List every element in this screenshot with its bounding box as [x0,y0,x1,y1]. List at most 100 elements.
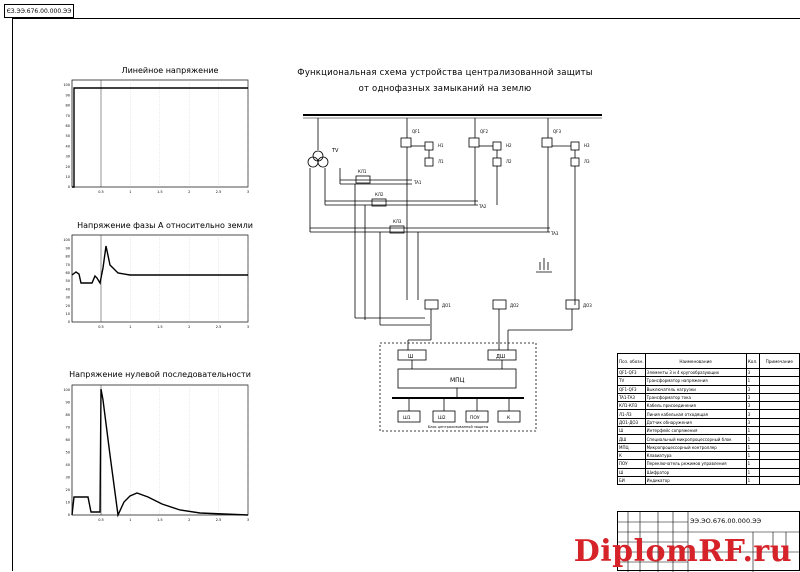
plot-3-xtick: 1.5 [157,518,163,522]
legend-note [758,384,800,394]
legend-note [758,376,800,386]
legend-name: Трансформатор тока [644,392,747,403]
label-kl1: КЛ1 [358,169,367,174]
diagram-title-line1: Функциональная схема устройства централи… [297,68,593,78]
legend-note [758,409,800,419]
watermark-logo: DiplomRF.ru [573,534,792,569]
plot-1-xtick: 2.5 [216,190,222,194]
legend-name: Микропроцессорный контроллер [644,442,747,452]
legend-name: Датчик обнаружения [644,417,747,428]
label-b3: ПОУ [470,415,480,421]
label-b4: К [507,415,511,421]
legend-qty: 1 [745,426,760,436]
legend-qty: 1 [745,434,760,444]
legend-qty: 3 [745,409,760,419]
legend-note [758,442,800,452]
legend-name: Выключатель нагрузки [644,384,747,394]
plot-1-curve [72,87,248,188]
plot-2-xtick: 2 [188,325,190,329]
plot-1-xtick: 2 [188,190,190,194]
plot-2-xtick: 2.5 [216,325,222,329]
plot-3-ytick: 90 [66,401,70,405]
legend-pos: К [617,450,646,461]
legend-qty: 1 [745,475,760,486]
label-do1: ДО1 [442,303,451,308]
legend-pos: МПЦ [617,442,646,452]
plot-1-ytick: 70 [66,114,70,118]
plot-1-xtick: 1 [129,190,131,194]
legend-pos: ДО1-ДО3 [617,417,646,428]
plot-2-frame [71,234,249,323]
legend-qty: 1 [745,450,760,461]
plot-2-title: Напряжение фазы А относительно земли [77,221,253,230]
label-l3: Л3 [584,159,590,164]
legend-pos: QF1-QF3 [617,384,646,394]
plot-1-ytick: 50 [66,134,70,138]
label-sh: Ш [408,354,413,360]
label-h3: H3 [584,143,590,148]
legend-pos: ПОУ [617,459,646,469]
plot-3-xtick: 1 [129,518,131,522]
label-tv: TV [331,148,339,154]
label-dsh: ДШ [496,354,505,360]
legend-header-qty: Кол. [745,353,760,369]
central-protection-block [379,342,537,432]
label-qf2: QF2 [480,129,488,134]
legend-pos: Ш [617,467,646,477]
legend-name: Специальный микропроцессорный блок [644,434,747,444]
plot-3-xtick: 0.5 [98,518,104,522]
plot-2-ytick: 100 [63,238,70,242]
legend-qty: 1 [745,459,760,469]
plot-1-ytick: 30 [66,155,70,159]
legend-header-pos: Поз. обозн. [617,353,646,369]
plot-3-ytick: 80 [66,413,70,417]
plot-1-ytick: 0 [68,185,70,189]
legend-note [758,450,800,461]
plot-2-ytick: 70 [66,263,70,267]
plot-2-curve [71,245,248,285]
legend-name: Трансформатор напряжения [644,376,747,386]
plot-1-xtick: 0.5 [98,190,104,194]
qf2-breaker [468,137,480,148]
do1-detector [424,299,439,310]
plot-2-ytick: 40 [66,287,70,291]
label-qf1: QF1 [412,129,420,134]
label-b2: Ш2 [438,415,446,421]
legend-qty: 3 [745,392,760,403]
legend-note [758,467,800,477]
plot-3-xtick: 2 [188,518,190,522]
label-kl3: КЛ3 [393,219,402,224]
legend-note [758,475,800,486]
plot-1-ytick: 40 [66,144,70,148]
legend-note [758,367,800,378]
plot-1-xtick: 3 [247,190,249,194]
plot-1-xtick: 1.5 [157,190,163,194]
legend-header-note: Примечание [758,353,800,369]
kl1-block [355,175,371,184]
plot-3-xtick: 3 [247,518,249,522]
plot-1-frame [71,79,249,188]
plot-3-ytick: 60 [66,438,70,442]
plot-3-ytick: 20 [66,488,70,492]
plot-2-ytick: 20 [66,304,70,308]
tv-transformer-icon [312,150,324,162]
legend-pos: Л1-Л3 [617,409,646,419]
legend-qty: 1 [745,467,760,477]
label-h2: H2 [506,143,512,148]
plot-2-ytick: 10 [66,312,70,316]
legend-table: Поз. обозн. Наименование Кол. Примечание… [617,353,800,486]
plot-2-xtick: 3 [247,325,249,329]
legend-name: Индикатор [644,475,747,486]
kl3-block [389,225,405,234]
qf1-breaker [400,137,412,148]
stamp-code: ЄЗ.ЭЭ.676.00.000.ЭЭ [4,4,74,18]
plot-1-title: Линейное напряжение [121,66,219,75]
